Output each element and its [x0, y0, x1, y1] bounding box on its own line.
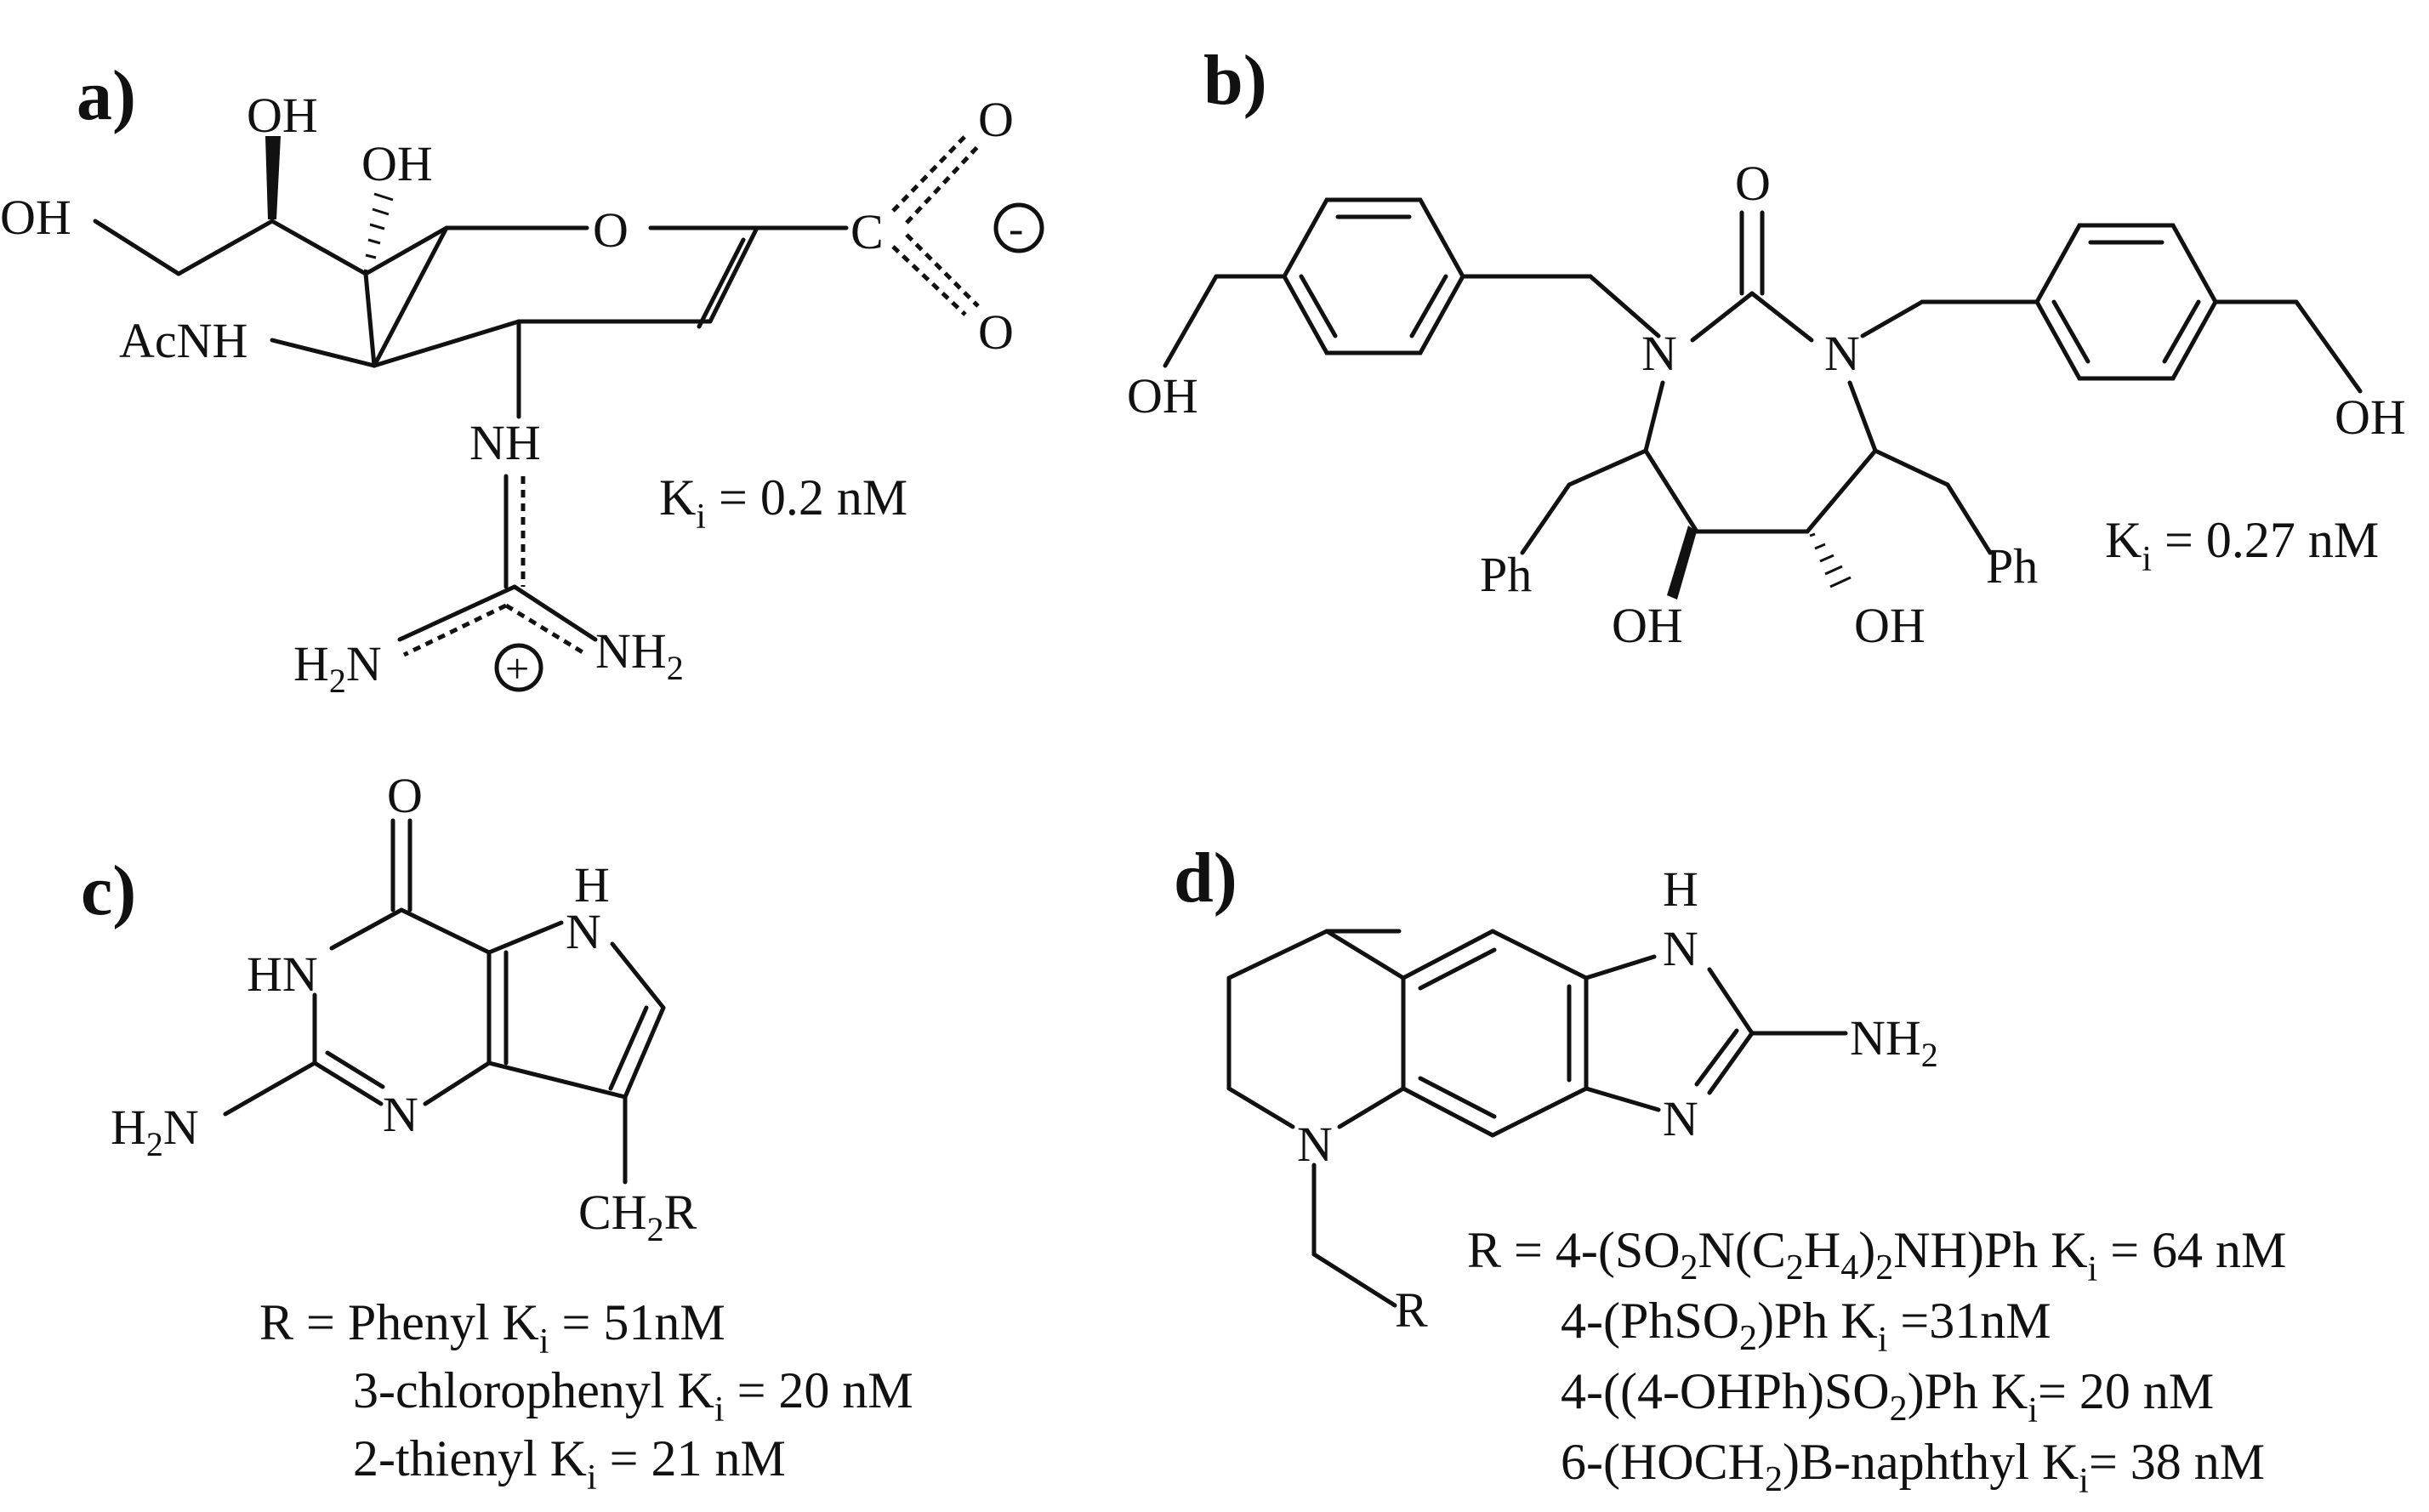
atom-o-top: O	[387, 768, 423, 823]
atom-carbon: C	[850, 204, 884, 259]
atom-n-left: N	[1641, 326, 1677, 381]
negative-charge-icon	[993, 202, 1044, 253]
panel-a-bonds	[93, 134, 980, 657]
atom-acnh: AcNH	[119, 313, 247, 368]
panel-b: b)	[1127, 41, 2406, 653]
atom-n-top: N	[1663, 921, 1698, 976]
atom-ring-o: O	[593, 202, 629, 258]
panel-a-ki: Ki = 0.2 nM	[659, 469, 907, 537]
atom-oh-bottom-left: OH	[1612, 598, 1683, 653]
panel-d: d)	[1174, 838, 2286, 1501]
atom-ch2r: CH2R	[578, 1185, 697, 1248]
atom-h2n: H2N	[293, 636, 382, 700]
atom-h-top: H	[574, 857, 610, 912]
atom-oh-mid: OH	[361, 136, 433, 191]
atom-nh2: NH2	[595, 623, 684, 687]
panel-d-ki-line-4: 6-(HOCH2)B-naphthyl Ki= 38 nM	[1561, 1434, 2265, 1501]
atom-n-ring: N	[1297, 1117, 1333, 1172]
atom-n-bottom: N	[383, 1087, 418, 1142]
atom-o-up: O	[978, 92, 1014, 147]
panel-c-bonds	[223, 818, 666, 1185]
panel-d-ki-line-3: 4-((4-OHPh)SO2)Ph Ki= 20 nM	[1561, 1363, 2214, 1430]
atom-oh-far-right: OH	[2335, 389, 2406, 445]
panel-c-ki-line-1: R = Phenyl Ki = 51nM	[259, 1294, 725, 1361]
panel-a: a)	[0, 56, 1044, 700]
atom-minus: -	[1009, 205, 1023, 253]
atom-oh-far-left: OH	[1127, 368, 1198, 423]
atom-o-top: O	[1735, 156, 1771, 211]
atom-oh-left: OH	[0, 190, 71, 245]
hash-bond-oh	[363, 192, 394, 274]
atom-oh-bottom-right: OH	[1854, 598, 1926, 653]
panel-c: c) O H N HN N	[81, 768, 913, 1498]
positive-charge-icon	[494, 643, 543, 692]
panel-c-ki-line-2: 3-chlorophenyl Ki = 20 nM	[353, 1362, 913, 1430]
atom-ph-right: Ph	[1986, 538, 2038, 594]
panel-b-ki: Ki = 0.27 nM	[2105, 512, 2379, 579]
atom-ph-left: Ph	[1480, 547, 1532, 602]
panel-b-label: b)	[1203, 41, 1267, 120]
atom-n-bottom: N	[1663, 1091, 1698, 1146]
atom-n-pyrrole: N	[566, 904, 601, 959]
atom-h2n: H2N	[111, 1100, 199, 1163]
atom-plus: +	[505, 645, 529, 692]
panel-d-label: d)	[1174, 838, 1237, 918]
atom-hn: HN	[247, 946, 318, 1002]
atom-r: R	[1395, 1282, 1428, 1338]
panel-b-bonds	[1163, 197, 2363, 600]
atom-oh-top: OH	[247, 88, 318, 143]
panel-c-label: c)	[81, 851, 136, 930]
hash-bond-oh-right	[1809, 532, 1852, 588]
panel-a-label: a)	[77, 56, 136, 135]
atom-nh: NH	[469, 415, 541, 470]
panel-d-bonds	[1226, 929, 1848, 1308]
atom-nh2: NH2	[1850, 1010, 1938, 1074]
panel-c-ki-line-3: 2-thienyl Ki = 21 nM	[353, 1430, 786, 1498]
panel-d-ki-line-1: R = 4-(SO2N(C2H4)2NH)Ph Ki = 64 nM	[1467, 1222, 2286, 1289]
atom-n-right: N	[1824, 326, 1860, 381]
atom-o-down: O	[978, 304, 1014, 360]
panel-d-ki-line-2: 4-(PhSO2)Ph Ki =31nM	[1561, 1293, 2051, 1360]
atom-h-top: H	[1663, 861, 1698, 917]
